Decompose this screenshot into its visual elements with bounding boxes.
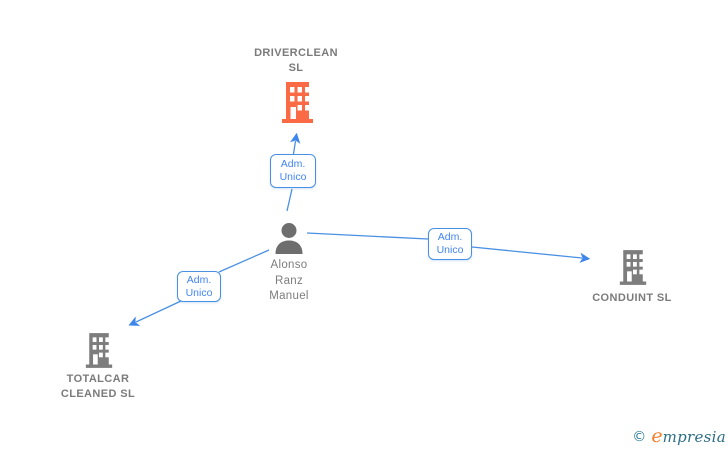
building-icon[interactable]: [281, 82, 314, 123]
building-icon[interactable]: [619, 250, 647, 285]
brand-logo[interactable]: © empresia: [632, 425, 726, 447]
node-label-conduint[interactable]: CONDUINT SL: [592, 292, 672, 304]
edge-label-adm-unico-driverclean: Adm. Unico: [270, 154, 316, 188]
edge-line-person-driverclean: [286, 188, 293, 212]
brand-name: mpresia: [662, 428, 726, 446]
edge-line-person-conduint: [306, 232, 429, 240]
node-label-person[interactable]: Alonso Ranz Manuel: [269, 259, 309, 302]
edge-line-person-totalcar-arrow: [128, 300, 182, 326]
node-label-driverclean[interactable]: DRIVERCLEAN SL: [254, 47, 338, 74]
edge-label-adm-unico-totalcar: Adm. Unico: [177, 271, 221, 302]
node-label-totalcar[interactable]: TOTALCAR CLEANED SL: [60, 373, 136, 400]
brand-first-letter: e: [651, 425, 663, 447]
person-icon[interactable]: [274, 222, 304, 254]
edge-line-person-conduint-arrow: [471, 246, 591, 263]
edge-label-adm-unico-conduint: Adm. Unico: [428, 228, 472, 260]
copyright-icon: ©: [632, 429, 647, 445]
building-icon[interactable]: [85, 333, 113, 368]
